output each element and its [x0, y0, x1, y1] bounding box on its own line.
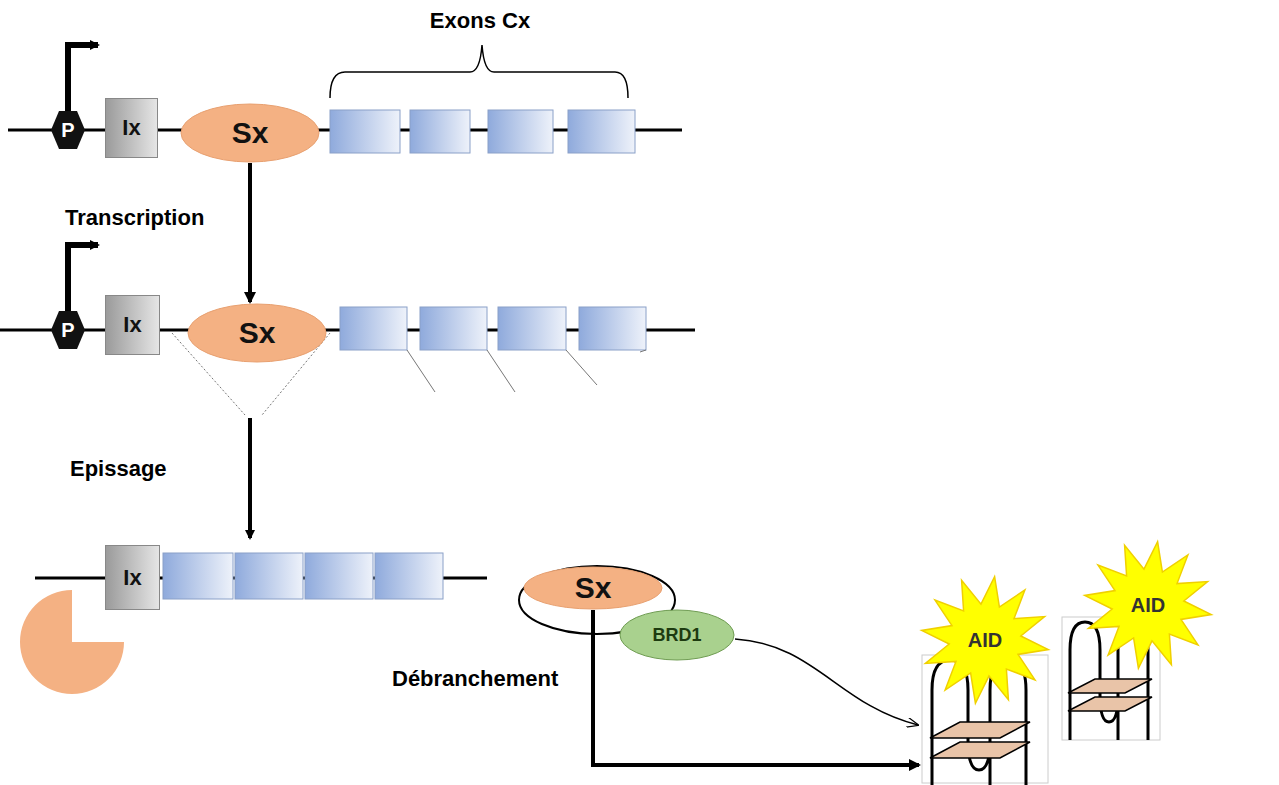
- i-exon-box: Ix: [105, 295, 160, 355]
- node-label: BRD1: [652, 625, 701, 646]
- process-arrow: [248, 163, 252, 302]
- step-label: Epissage: [70, 456, 167, 482]
- aid-burst: AID: [920, 600, 1050, 785]
- switch-region: Sx: [180, 103, 320, 163]
- node-label: P: [61, 119, 74, 142]
- node-label: P: [61, 319, 74, 342]
- switch-region: Sx: [187, 303, 327, 363]
- node-label: Ix: [122, 115, 140, 141]
- node-label: AID: [1131, 594, 1165, 617]
- node-label: AID: [968, 629, 1002, 652]
- step-label: Débranchement: [392, 666, 558, 692]
- aid-burst: AID: [1062, 560, 1222, 740]
- switch-lariat: Sx: [523, 566, 663, 610]
- brd1-enzyme: BRD1: [619, 609, 735, 661]
- node-label: Sx: [232, 116, 269, 150]
- node-shape: [920, 600, 1050, 785]
- step-label: Transcription: [65, 205, 204, 231]
- process-arrow: [735, 639, 918, 725]
- node-label: Sx: [575, 571, 612, 605]
- promoter-hexagon: P: [50, 310, 86, 350]
- process-arrow: [593, 610, 919, 765]
- exon-bracket-label: Exons Cx: [430, 8, 530, 34]
- promoter-hexagon: P: [50, 110, 86, 150]
- node-shape: [1062, 560, 1222, 740]
- node-label: Sx: [239, 316, 276, 350]
- i-exon-box: Ix: [105, 545, 160, 610]
- i-exon-box: Ix: [105, 98, 158, 158]
- node-label: Ix: [123, 565, 141, 591]
- node-label: Ix: [123, 312, 141, 338]
